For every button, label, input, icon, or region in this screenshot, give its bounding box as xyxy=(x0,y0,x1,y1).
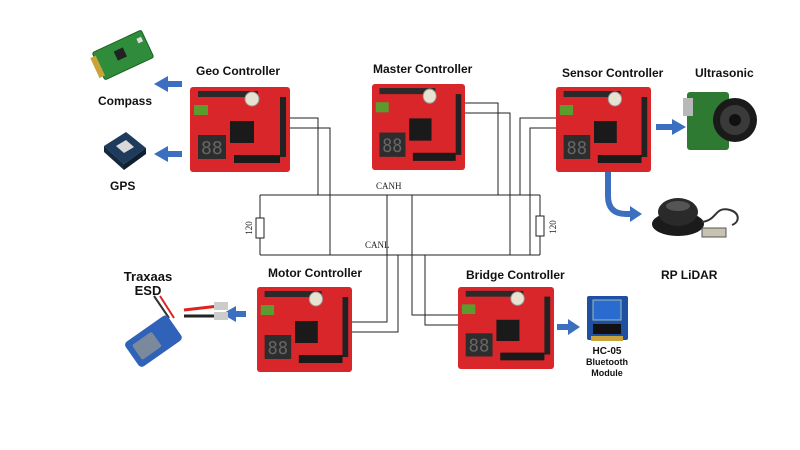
sensor-controller-label: Sensor Controller xyxy=(562,66,664,80)
compass-label: Compass xyxy=(98,94,153,108)
bluetooth-label-line1: HC-05 xyxy=(592,346,622,357)
termination-resistor-right xyxy=(535,215,545,237)
svg-text:88: 88 xyxy=(382,136,402,157)
sensor-controller-board: 88 xyxy=(556,87,651,172)
svg-text:88: 88 xyxy=(201,138,223,159)
ultrasonic-sensor-image xyxy=(683,92,757,150)
svg-text:88: 88 xyxy=(267,339,288,360)
master-controller-label: Master Controller xyxy=(373,62,473,76)
esc-module-image xyxy=(125,295,228,367)
master-controller-board: 88 xyxy=(372,84,465,170)
arrow-to-bluetooth xyxy=(557,319,580,335)
esc-label-line2: ESD xyxy=(134,283,162,298)
bluetooth-module-image xyxy=(587,296,628,341)
lidar-sensor-image xyxy=(652,198,739,238)
svg-text:88: 88 xyxy=(566,139,587,160)
lidar-label: RP LiDAR xyxy=(661,268,718,282)
bluetooth-label: HC-05 Bluetooth Module xyxy=(577,346,637,379)
arrow-to-ultrasonic xyxy=(656,119,686,135)
esc-label: Traxaas ESD xyxy=(118,270,178,298)
gps-label: GPS xyxy=(110,179,136,193)
resistor-left-value: 120 xyxy=(243,221,254,235)
canh-label: CANH xyxy=(376,181,402,191)
bridge-controller-label: Bridge Controller xyxy=(466,268,565,282)
gps-module-image xyxy=(104,132,146,170)
svg-text:88: 88 xyxy=(469,337,490,357)
geo-controller-board: 88 xyxy=(190,87,290,172)
motor-controller-board: 88 xyxy=(257,287,352,372)
bridge-controller-board: 88 xyxy=(458,287,554,369)
esc-label-line1: Traxaas xyxy=(123,269,173,284)
arrow-to-lidar xyxy=(605,172,632,217)
arrow-to-compass xyxy=(154,76,182,92)
bluetooth-label-line2: Bluetooth xyxy=(586,357,628,367)
bluetooth-label-line3: Module xyxy=(591,368,623,378)
compass-module-image xyxy=(90,30,154,80)
motor-controller-label: Motor Controller xyxy=(268,266,362,280)
canl-label: CANL xyxy=(365,240,390,250)
arrow-to-esc xyxy=(222,306,246,322)
resistor-right-value: 120 xyxy=(547,220,558,234)
termination-resistor-left xyxy=(255,217,265,239)
geo-controller-label: Geo Controller xyxy=(196,64,281,78)
ultrasonic-label: Ultrasonic xyxy=(695,66,754,80)
arrow-to-gps xyxy=(154,146,182,162)
